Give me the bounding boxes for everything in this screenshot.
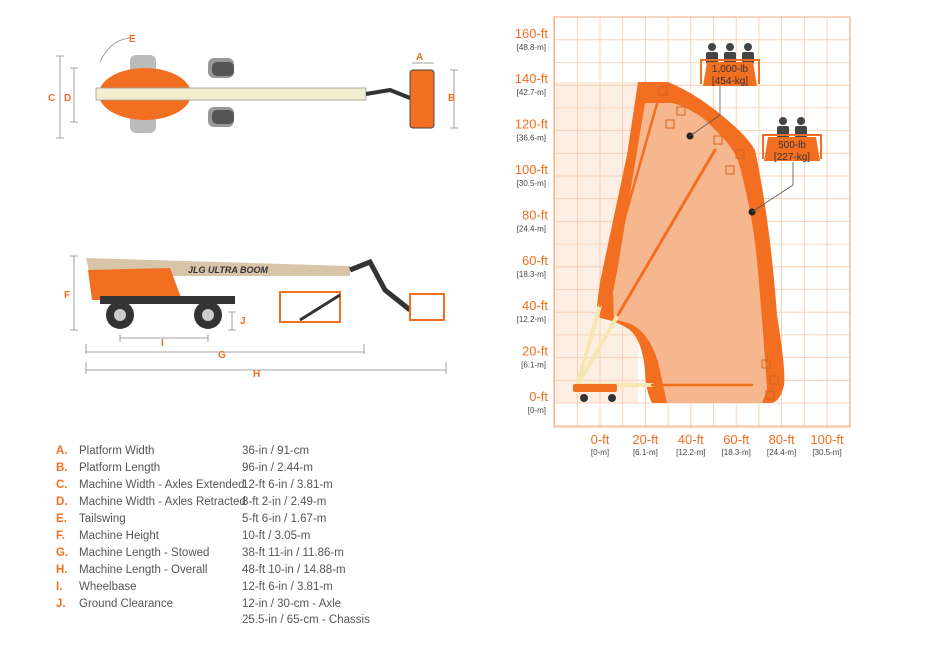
jib-platform-positions — [658, 86, 779, 400]
chassis — [88, 268, 182, 300]
spec-letter: B. — [56, 462, 68, 474]
x-tick-m: [30.5-m] — [812, 448, 841, 457]
y-tick-m: [36.6-m] — [517, 134, 546, 143]
dim-label-b: B — [448, 93, 455, 104]
dim-label-e: E — [129, 34, 136, 45]
y-tick-ft: 60-ft — [522, 253, 548, 268]
y-tick-m: [12.2-m] — [517, 315, 546, 324]
x-tick-ft: 0-ft — [591, 432, 610, 447]
spec-name: Machine Width - Axles Retracted — [79, 496, 246, 508]
spec-letter: A. — [56, 445, 68, 457]
working-envelope: 1,000-lb [454-kg] 500-lb [227-kg] 160-ft… — [515, 16, 851, 457]
capacity-badge-high: 1,000-lb [454-kg] — [700, 43, 760, 87]
spec-value: 96-in / 2.44-m — [242, 462, 313, 474]
y-tick-ft: 100-ft — [515, 162, 549, 177]
spec-value: 48-ft 10-in / 14.88-m — [242, 564, 346, 576]
spec-letter: H. — [56, 564, 68, 576]
x-tick-m: [0-m] — [591, 448, 609, 457]
machine-top-view: C D E A B — [48, 34, 458, 139]
dim-label-g: G — [218, 350, 226, 361]
envelope-inner — [613, 103, 767, 403]
capacity-high-kg: [454-kg] — [712, 76, 748, 87]
spec-letter: D. — [56, 496, 68, 508]
x-axis-ticks: 0-ft[0-m]20-ft[6.1-m]40-ft[12.2-m]60-ft[… — [591, 432, 844, 457]
spec-value: 5-ft 6-in / 1.67-m — [242, 513, 327, 525]
spec-value: 38-ft 11-in / 11.86-m — [242, 547, 344, 559]
x-tick-ft: 100-ft — [810, 432, 844, 447]
capacity-high-lb: 1,000-lb — [712, 64, 749, 75]
spec-value: 12-ft 6-in / 3.81-m — [242, 581, 333, 593]
spec-value: 36-in / 91-cm — [242, 445, 310, 457]
boom-brand-text: JLG ULTRA BOOM — [188, 265, 268, 275]
spec-name: Tailswing — [79, 513, 126, 525]
x-tick-m: [6.1-m] — [633, 448, 658, 457]
y-tick-m: [18.3-m] — [517, 270, 546, 279]
dim-label-i: I — [161, 338, 164, 349]
x-tick-m: [18.3-m] — [722, 448, 751, 457]
y-tick-ft: 120-ft — [515, 117, 549, 132]
machine-mini — [573, 384, 617, 402]
spec-name: Platform Width — [79, 445, 155, 457]
spec-name: Platform Length — [79, 462, 161, 474]
dim-label-f: F — [64, 290, 70, 301]
spec-letter: F. — [56, 530, 65, 542]
capacity-low-kg: [227-kg] — [774, 152, 810, 163]
y-tick-ft: 140-ft — [515, 71, 549, 86]
y-tick-m: [42.7-m] — [517, 88, 546, 97]
spec-name: Machine Length - Overall — [79, 564, 208, 576]
spec-value: 8-ft 2-in / 2.49-m — [242, 496, 327, 508]
spec-name: Wheelbase — [79, 581, 137, 593]
spec-letter: C. — [56, 479, 68, 491]
dim-label-c: C — [48, 93, 55, 104]
dim-label-j: J — [240, 316, 246, 327]
y-tick-ft: 160-ft — [515, 26, 549, 41]
dim-label-a: A — [416, 52, 423, 63]
spec-letter: G. — [56, 547, 69, 559]
y-tick-ft: 0-ft — [529, 389, 548, 404]
spec-letter: I. — [56, 581, 63, 593]
spec-name: Machine Width - Axles Extended — [79, 479, 245, 491]
y-tick-m: [0-m] — [528, 406, 546, 415]
capacity-badge-low: 500-lb [227-kg] — [762, 117, 822, 163]
y-tick-m: [24.4-m] — [517, 224, 546, 233]
platform — [409, 69, 435, 129]
y-axis-ticks: 160-ft [48.8-m] 140-ft [42.7-m] 120-ft [36.6-… — [515, 26, 549, 415]
dim-label-d: D — [64, 93, 71, 104]
y-tick-m: [6.1-m] — [521, 361, 546, 370]
y-tick-m: [30.5-m] — [517, 179, 546, 188]
boom — [95, 87, 367, 101]
y-tick-ft: 80-ft — [522, 207, 548, 222]
spec-name: Machine Length - Stowed — [79, 547, 210, 559]
x-tick-ft: 60-ft — [723, 432, 749, 447]
capacity-low-lb: 500-lb — [778, 140, 806, 151]
plot-border — [553, 16, 851, 428]
x-tick-ft: 20-ft — [632, 432, 658, 447]
dim-label-h: H — [253, 369, 260, 380]
x-tick-m: [12.2-m] — [676, 448, 705, 457]
x-tick-ft: 80-ft — [769, 432, 795, 447]
spec-name: Ground Clearance — [79, 598, 173, 610]
spec-value: 12-ft 6-in / 3.81-m — [242, 479, 333, 491]
spec-letter: E. — [56, 513, 67, 525]
y-tick-ft: 20-ft — [522, 344, 548, 359]
spec-value: 10-ft / 3.05-m — [242, 530, 311, 542]
spec-name: Machine Height — [79, 530, 159, 542]
spec-value-secondary: 25.5-in / 65-cm - Chassis — [242, 614, 370, 626]
y-tick-m: [48.8-m] — [517, 43, 546, 52]
x-tick-m: [24.4-m] — [767, 448, 796, 457]
machine-side-view: JLG ULTRA BOOM F J I G H — [64, 255, 447, 380]
spec-letter: J. — [56, 598, 66, 610]
x-tick-ft: 40-ft — [678, 432, 704, 447]
platform — [409, 293, 445, 321]
y-tick-ft: 40-ft — [522, 298, 548, 313]
platform-front — [279, 291, 341, 323]
spec-value: 12-in / 30-cm - Axle — [242, 598, 342, 610]
